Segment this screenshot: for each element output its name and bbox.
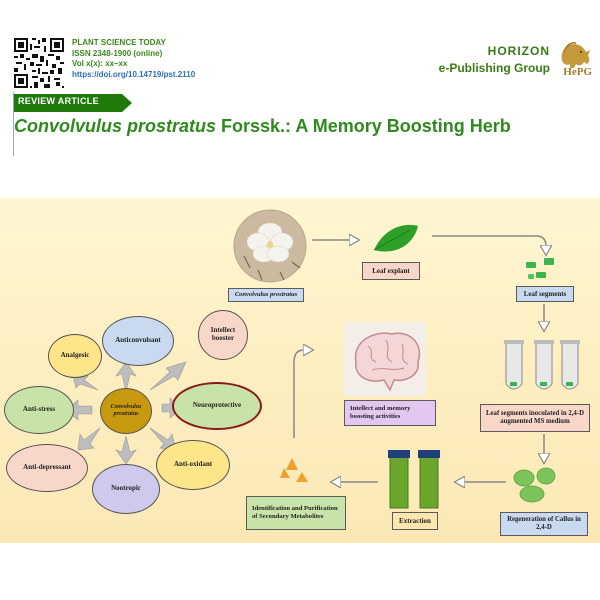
extraction-box: Extraction xyxy=(392,512,438,530)
center-label: Convolvulus prostratus xyxy=(110,404,142,417)
anti-oxidant-label: Anti-oxidant xyxy=(173,460,213,469)
publisher-line2: e-Publishing Group xyxy=(438,61,550,75)
identification-label: Identification and Purification of Secon… xyxy=(252,505,338,520)
neuroprotective-label: Neuroprotective xyxy=(192,401,242,410)
activity-anti-stress: Anti-stress xyxy=(4,386,74,434)
title-rest: Forssk.: A Memory Boosting Herb xyxy=(216,116,511,136)
plant-label: Convolvulus prostratus xyxy=(234,291,298,299)
activity-anti-oxidant: Anti-oxidant xyxy=(156,440,230,490)
journal-volume: Vol x(x): xx–xx xyxy=(72,59,128,68)
leaf-segments-box: Leaf segments xyxy=(516,286,574,302)
extraction-label: Extraction xyxy=(399,516,431,525)
regeneration-box: Regeneration of Callus in 2,4-D xyxy=(500,512,588,536)
title-species: Convolvulus prostratus xyxy=(14,116,217,136)
leaf-explant-label: Leaf explant xyxy=(372,266,410,275)
identification-box: Identification and Purification of Secon… xyxy=(246,496,346,530)
inoculated-label: Leaf segments inoculated in 2,4-D augmen… xyxy=(486,410,584,425)
activity-anti-depressant: Anti-depressant xyxy=(6,444,88,492)
doi-link[interactable]: https://doi.org/10.14719/pst.2110 xyxy=(72,69,196,79)
leaf-segments-label: Leaf segments xyxy=(523,289,567,298)
activity-intellect-booster: Intellect booster xyxy=(198,310,248,360)
activity-anticonvulsant: Anticonvulsant xyxy=(102,316,174,366)
intellect-memory-label: Intellect and memory boosting activities xyxy=(350,405,411,420)
article-title: Convolvulus prostratus Forssk.: A Memory… xyxy=(14,116,511,137)
publisher-line1: HORIZON xyxy=(487,44,550,58)
plant-label-box: Convolvulus prostratus xyxy=(228,288,304,302)
activity-nootropic: Nootropic xyxy=(92,464,160,514)
article-type: REVIEW ARTICLE xyxy=(18,96,99,106)
inoculated-box: Leaf segments inoculated in 2,4-D augmen… xyxy=(480,404,590,432)
journal-issn: ISSN 2348-1900 (online) xyxy=(72,48,163,58)
regeneration-label: Regeneration of Callus in 2,4-D xyxy=(507,516,581,531)
journal-info: PLANT SCIENCE TODAY ISSN 2348-1900 (onli… xyxy=(72,38,195,80)
intellect-memory-box: Intellect and memory boosting activities xyxy=(344,400,436,426)
margin-rule xyxy=(13,92,14,156)
lion-logo-icon xyxy=(561,42,590,68)
intellect-booster-label: Intellect booster xyxy=(210,326,236,342)
journal-name: PLANT SCIENCE TODAY xyxy=(72,38,166,47)
anticonvulsant-label: Anticonvulsant xyxy=(115,336,161,345)
nootropic-label: Nootropic xyxy=(111,484,141,493)
review-tag-banner xyxy=(14,94,132,112)
anti-stress-label: Anti-stress xyxy=(22,405,56,414)
qr-code xyxy=(14,38,64,88)
analgesic-label: Analgesic xyxy=(60,351,90,360)
activity-center: Convolvulus prostratus xyxy=(100,388,152,434)
anti-depressant-label: Anti-depressant xyxy=(23,463,71,472)
publisher-name: HORIZON e-Publishing Group xyxy=(439,44,550,75)
activity-analgesic: Analgesic xyxy=(48,334,102,378)
activity-neuroprotective: Neuroprotective xyxy=(172,382,262,430)
publisher-logo-text: HePG xyxy=(563,66,592,78)
leaf-explant-box: Leaf explant xyxy=(362,262,420,280)
